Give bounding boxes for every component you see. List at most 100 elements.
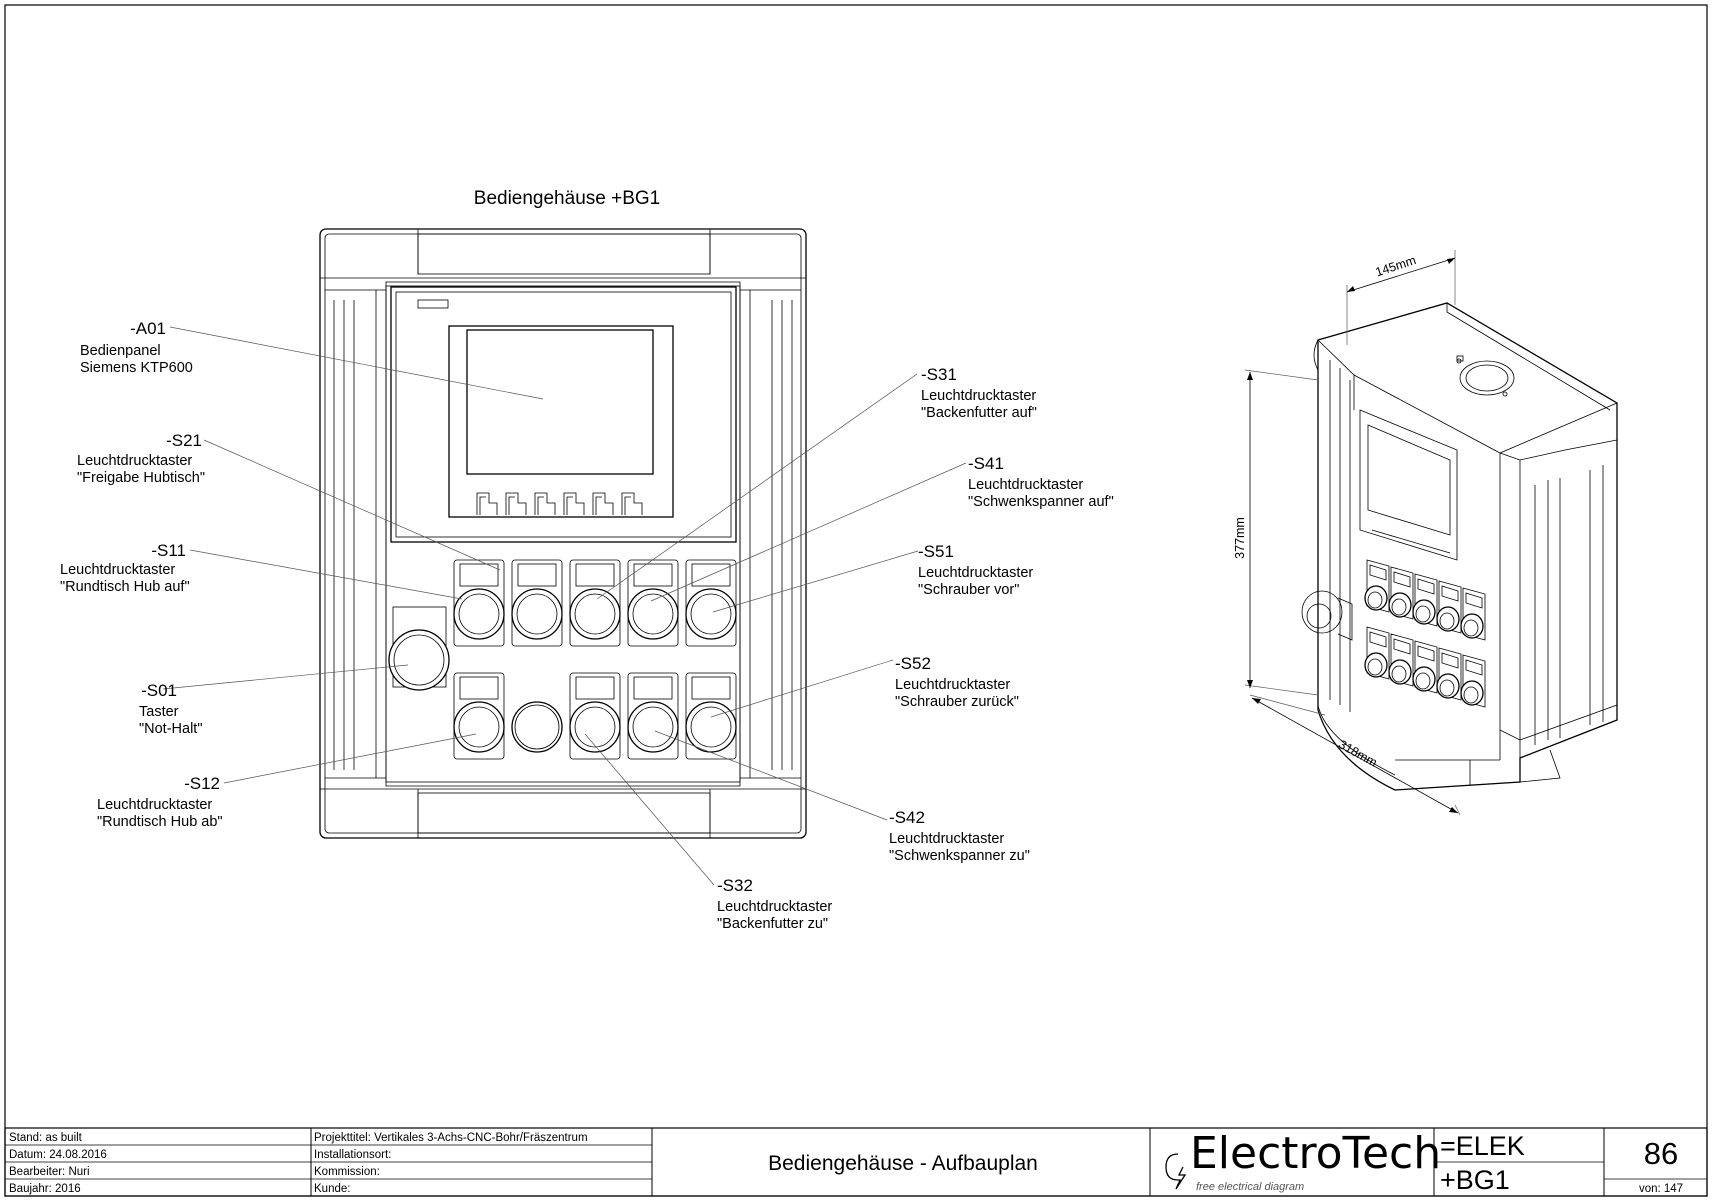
svg-text:-S21: -S21 <box>166 431 202 450</box>
svg-text:-S32: -S32 <box>717 876 753 895</box>
tb-bearbeiter: Bearbeiter: Nuri <box>9 1166 90 1178</box>
callout-leader-lines <box>162 326 967 886</box>
tb-page-total: von: 147 <box>1639 1183 1683 1195</box>
tb-stand: Stand: as built <box>9 1132 83 1144</box>
hmi-function-key <box>476 492 498 515</box>
callout-a01: -A01 Bedienpanel Siemens KTP600 <box>80 319 193 376</box>
illuminated-pushbutton <box>511 559 563 647</box>
callout-s01: -S01 Taster "Not-Halt" <box>139 681 202 737</box>
iso-pushbutton <box>1388 566 1414 620</box>
svg-text:Leuchtdrucktaster: Leuchtdrucktaster <box>968 477 1083 493</box>
hmi-function-key <box>505 492 527 515</box>
front-view-title: Bediengehäuse +BG1 <box>474 188 660 209</box>
svg-text:"Backenfutter auf": "Backenfutter auf" <box>921 405 1037 421</box>
tb-kommission: Kommission: <box>314 1166 380 1178</box>
svg-text:"Schrauber vor": "Schrauber vor" <box>918 582 1019 598</box>
iso-pushbutton <box>1364 559 1390 613</box>
tb-location: +BG1 <box>1440 1165 1510 1195</box>
svg-text:"Backenfutter zu": "Backenfutter zu" <box>717 916 828 932</box>
iso-pushbutton <box>1436 647 1462 701</box>
callout-s42: -S42 Leuchtdrucktaster "Schwenkspanner z… <box>889 808 1030 864</box>
svg-text:Leuchtdrucktaster: Leuchtdrucktaster <box>97 797 212 813</box>
svg-text:-S42: -S42 <box>889 808 925 827</box>
iso-pushbutton <box>1412 640 1438 694</box>
svg-text:"Rundtisch Hub auf": "Rundtisch Hub auf" <box>60 579 190 595</box>
svg-text:free electrical diagram: free electrical diagram <box>1196 1181 1304 1193</box>
tb-function: =ELEK <box>1440 1131 1525 1161</box>
iso-pushbutton <box>1460 587 1486 641</box>
tb-page-number: 86 <box>1644 1136 1678 1171</box>
callout-s31: -S31 Leuchtdrucktaster "Backenfutter auf… <box>921 365 1037 421</box>
svg-text:"Freigabe Hubtisch": "Freigabe Hubtisch" <box>77 470 205 486</box>
hmi-function-key <box>563 492 585 515</box>
illuminated-pushbutton <box>627 672 679 760</box>
svg-text:"Schwenkspanner zu": "Schwenkspanner zu" <box>889 848 1030 864</box>
iso-pushbutton <box>1436 580 1462 634</box>
front-view-enclosure <box>319 228 807 839</box>
svg-text:-S41: -S41 <box>968 454 1004 473</box>
illuminated-pushbutton <box>453 672 505 760</box>
hmi-function-key <box>592 492 614 515</box>
svg-text:-S11: -S11 <box>151 541 186 560</box>
hmi-function-keys <box>476 492 643 515</box>
illuminated-pushbutton <box>511 701 563 753</box>
svg-text:"Schrauber zurück": "Schrauber zurück" <box>895 694 1019 710</box>
title-block: Stand: as built Datum: 24.08.2016 Bearbe… <box>4 1127 1708 1197</box>
svg-text:-S31: -S31 <box>921 365 957 384</box>
isometric-view: 145mm 377mm 318mm <box>1233 250 1618 816</box>
svg-text:Taster: Taster <box>139 704 179 720</box>
iso-pushbutton <box>1388 633 1414 687</box>
emergency-stop-button <box>388 606 450 691</box>
illuminated-pushbutton <box>569 672 621 760</box>
svg-text:Bedienpanel: Bedienpanel <box>80 343 161 359</box>
svg-text:-S01: -S01 <box>141 681 177 700</box>
svg-text:Leuchtdrucktaster: Leuchtdrucktaster <box>889 831 1004 847</box>
electrotech-logo: ElectroTech free electrical diagram <box>1165 1128 1441 1193</box>
hmi-screen <box>448 325 674 518</box>
svg-text:Leuchtdrucktaster: Leuchtdrucktaster <box>921 388 1036 404</box>
tb-projekttitel: Projekttitel: Vertikales 3-Achs-CNC-Bohr… <box>314 1132 588 1144</box>
tb-datum: Datum: 24.08.2016 <box>9 1149 107 1161</box>
illuminated-pushbutton <box>627 559 679 647</box>
svg-text:-S12: -S12 <box>184 774 220 793</box>
sheet-frame <box>4 4 1708 1197</box>
hmi-panel-ktp600 <box>390 286 737 543</box>
illuminated-pushbutton <box>453 559 505 647</box>
dimension-height: 377mm <box>1233 517 1247 559</box>
hmi-function-key <box>621 492 643 515</box>
svg-text:Leuchtdrucktaster: Leuchtdrucktaster <box>60 562 175 578</box>
dimension-width: 145mm <box>1374 253 1418 279</box>
callout-s41: -S41 Leuchtdrucktaster "Schwenkspanner a… <box>968 454 1114 510</box>
svg-text:ElectroTech: ElectroTech <box>1190 1128 1441 1179</box>
illuminated-pushbutton <box>685 559 737 647</box>
svg-text:-A01: -A01 <box>130 319 166 338</box>
illuminated-pushbutton <box>685 672 737 760</box>
svg-text:-S51: -S51 <box>918 542 954 561</box>
iso-pushbutton <box>1412 573 1438 627</box>
iso-pushbutton <box>1460 654 1486 708</box>
callout-s21: -S21 Leuchtdrucktaster "Freigabe Hubtisc… <box>77 431 205 486</box>
hmi-function-key <box>534 492 556 515</box>
svg-text:-S52: -S52 <box>895 654 931 673</box>
callout-s11: -S11 Leuchtdrucktaster "Rundtisch Hub au… <box>60 541 190 595</box>
iso-pushbutton <box>1364 626 1390 680</box>
svg-text:"Rundtisch Hub ab": "Rundtisch Hub ab" <box>97 814 223 830</box>
svg-text:Leuchtdrucktaster: Leuchtdrucktaster <box>895 677 1010 693</box>
svg-text:Leuchtdrucktaster: Leuchtdrucktaster <box>77 453 192 469</box>
tb-document-title: Bediengehäuse - Aufbauplan <box>768 1152 1038 1175</box>
callout-s52: -S52 Leuchtdrucktaster "Schrauber zurück… <box>895 654 1019 710</box>
illuminated-pushbutton <box>569 559 621 647</box>
callout-s32: -S32 Leuchtdrucktaster "Backenfutter zu" <box>717 876 832 932</box>
tb-kunde: Kunde: <box>314 1183 350 1195</box>
svg-text:"Not-Halt": "Not-Halt" <box>139 721 202 737</box>
svg-text:Siemens KTP600: Siemens KTP600 <box>80 360 193 376</box>
tb-baujahr: Baujahr: 2016 <box>9 1183 81 1195</box>
tb-installationsort: Installationsort: <box>314 1149 391 1161</box>
svg-text:"Schwenkspanner auf": "Schwenkspanner auf" <box>968 494 1114 510</box>
callout-s12: -S12 Leuchtdrucktaster "Rundtisch Hub ab… <box>97 774 223 830</box>
svg-text:Leuchtdrucktaster: Leuchtdrucktaster <box>717 899 832 915</box>
pushbutton-array <box>453 559 737 760</box>
svg-text:Leuchtdrucktaster: Leuchtdrucktaster <box>918 565 1033 581</box>
callout-s51: -S51 Leuchtdrucktaster "Schrauber vor" <box>918 542 1033 598</box>
